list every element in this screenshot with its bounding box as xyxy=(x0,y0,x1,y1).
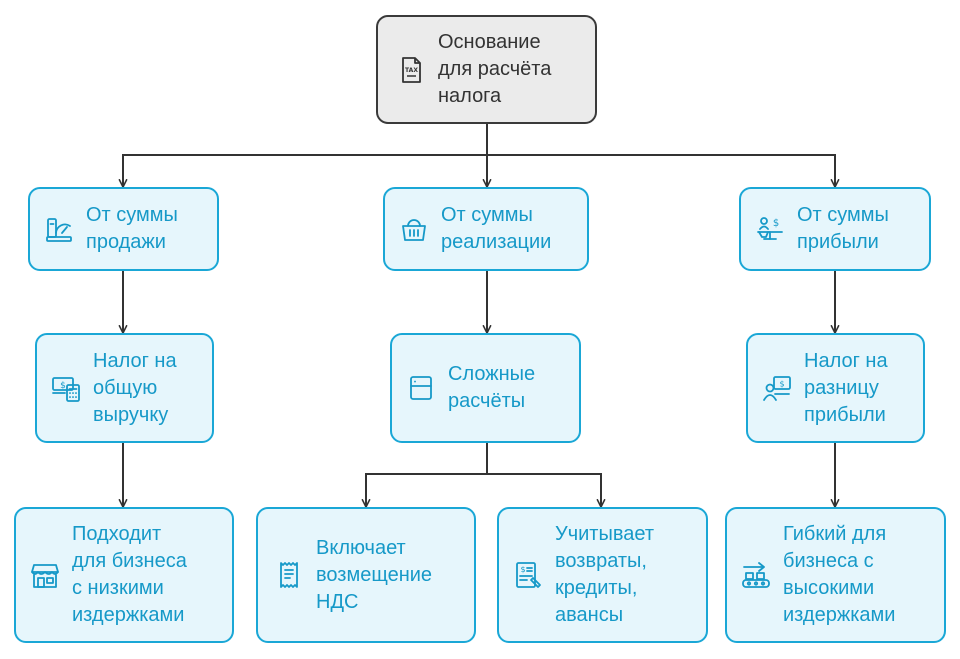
root-label: Основание для расчёта налога xyxy=(438,31,552,107)
outcome-label-low-costs: Подходит для бизнеса с низкими издержкам… xyxy=(72,523,187,626)
base-node-realization: От суммы реализации xyxy=(383,187,589,271)
sales-meter-icon xyxy=(44,214,74,244)
method-label-complex: Сложные расчёты xyxy=(448,363,536,412)
receipt-icon xyxy=(274,560,304,590)
svg-text:$: $ xyxy=(773,218,779,229)
outcome-label-vat: Включает возмещение НДС xyxy=(316,536,433,613)
outcome-label-returns: Учитывает возвраты, кредиты, авансы xyxy=(555,523,654,626)
method-node-complex: Сложные расчёты xyxy=(390,333,581,443)
method-label-revenue-tax: Налог на общую выручку xyxy=(93,349,177,426)
investor-screen-icon: $ xyxy=(762,373,792,403)
root-node: TAX Основание для расчёта налога xyxy=(376,15,597,124)
cash-calculator-icon: $ xyxy=(51,373,81,403)
outcome-label-high-costs: Гибкий для бизнеса с высокими издержками xyxy=(783,523,896,626)
window-icon xyxy=(406,373,436,403)
svg-text:$: $ xyxy=(60,381,66,391)
tax-document-icon: TAX xyxy=(396,55,426,85)
svg-text:$: $ xyxy=(520,565,525,574)
svg-text:TAX: TAX xyxy=(405,67,418,74)
connector-complex-to-returns xyxy=(487,473,606,508)
method-node-difference-tax: $ Налог на разницу прибыли xyxy=(746,333,925,443)
svg-text:$: $ xyxy=(779,380,784,389)
base-label-realization: От суммы реализации xyxy=(441,204,552,253)
connector-complex-to-vat xyxy=(361,443,488,508)
storefront-icon xyxy=(30,560,60,590)
base-label-sales: От суммы продажи xyxy=(86,204,178,253)
invoice-icon: $ xyxy=(513,560,543,590)
connector-root-to-profit xyxy=(487,154,840,188)
method-label-difference-tax: Налог на разницу прибыли xyxy=(804,349,888,426)
outcome-node-returns: $ Учитывает возвраты, кредиты, авансы xyxy=(497,507,708,643)
base-node-profit: $ От суммы прибыли xyxy=(739,187,931,271)
connector-root-to-sales xyxy=(118,124,488,188)
method-node-revenue-tax: $ Налог на общую выручку xyxy=(35,333,214,443)
base-node-sales: От суммы продажи xyxy=(28,187,219,271)
outcome-node-vat: Включает возмещение НДС xyxy=(256,507,476,643)
base-label-profit: От суммы прибыли xyxy=(797,204,889,253)
profit-scale-icon: $ xyxy=(755,214,785,244)
outcome-node-high-costs: Гибкий для бизнеса с высокими издержками xyxy=(725,507,946,643)
shopping-basket-icon xyxy=(399,214,429,244)
outcome-node-low-costs: Подходит для бизнеса с низкими издержкам… xyxy=(14,507,234,643)
production-line-icon xyxy=(741,560,771,590)
